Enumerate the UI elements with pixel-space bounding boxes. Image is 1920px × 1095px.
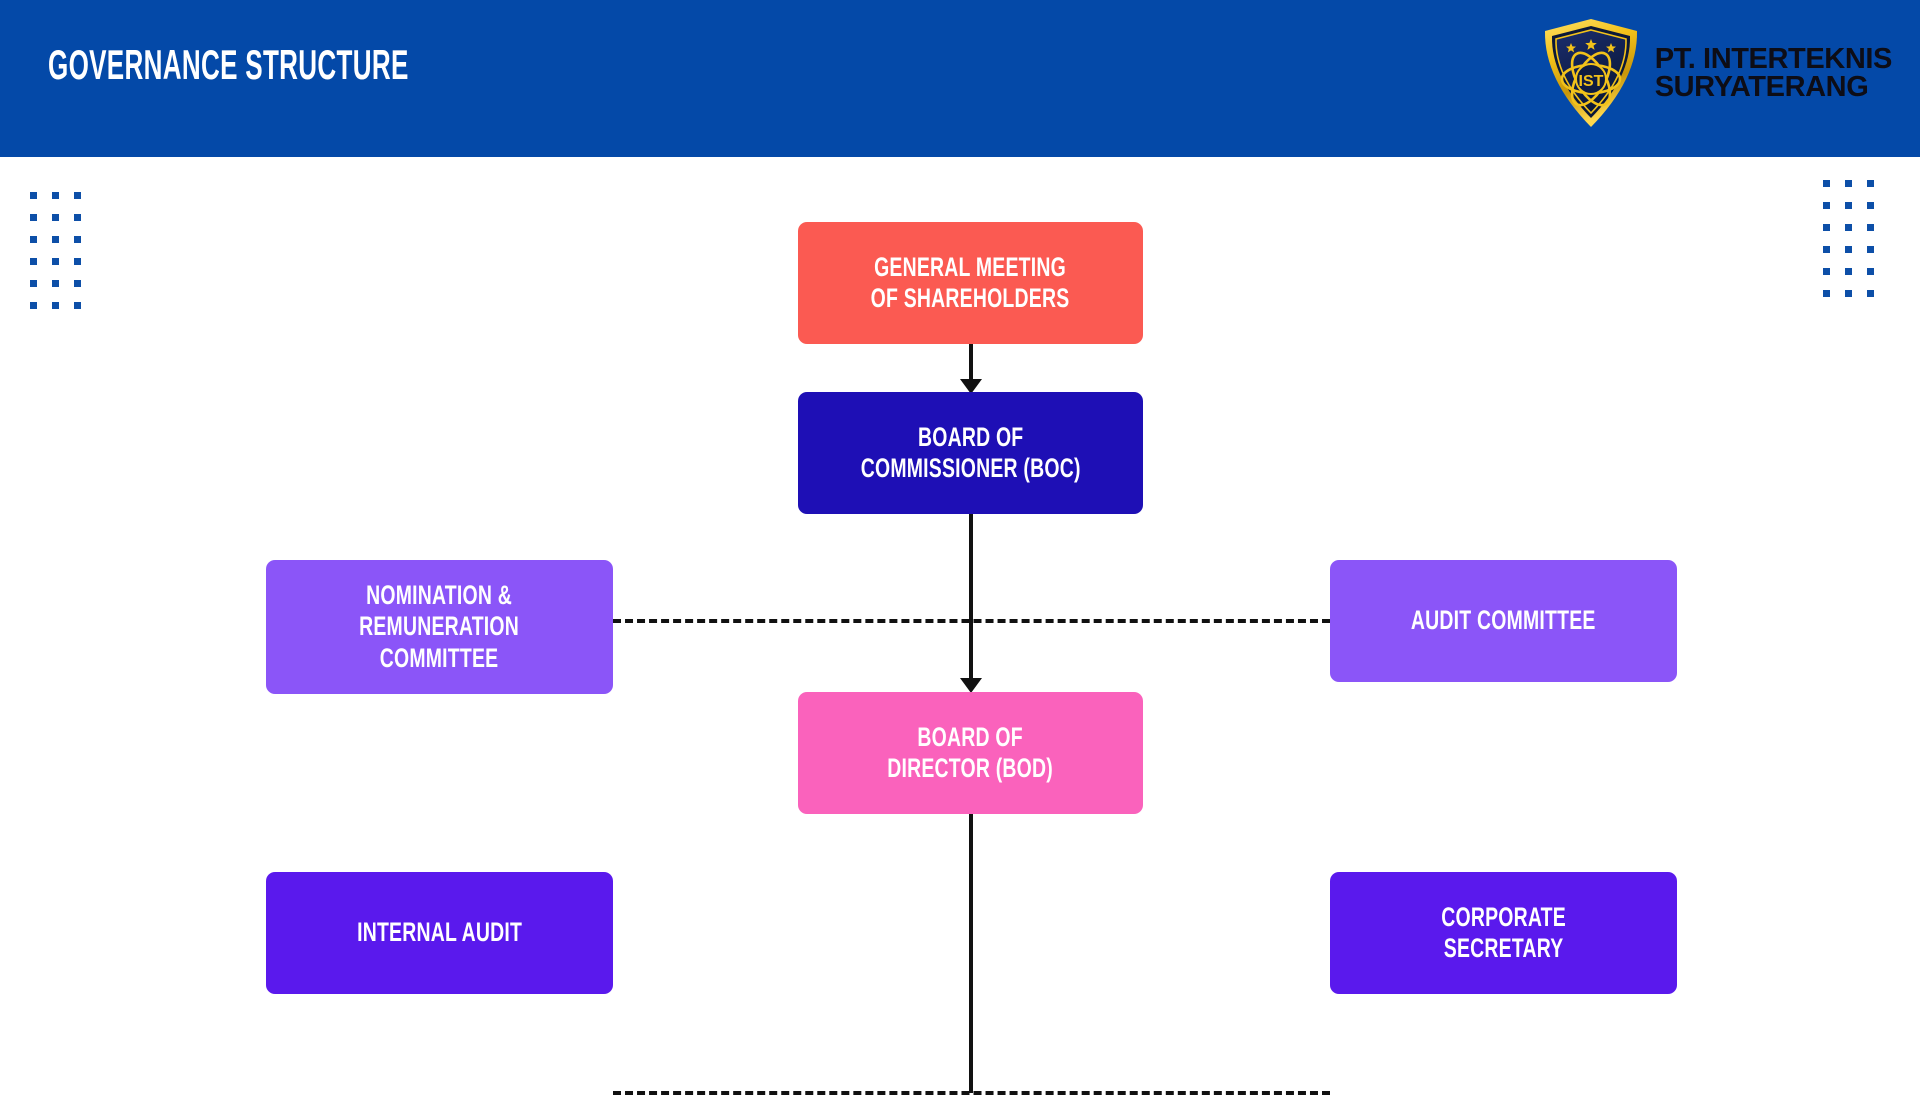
- dashed-connector-support-units: [613, 1091, 1330, 1095]
- node-label-line1: BOARD OF: [917, 421, 1024, 452]
- node-label-line1: NOMINATION &: [366, 580, 513, 611]
- dot: [74, 302, 81, 309]
- dot: [1867, 290, 1874, 297]
- node-label-line2: OF SHAREHOLDERS: [871, 283, 1070, 313]
- dot: [1823, 180, 1830, 187]
- connector-bod-to-support-units: [969, 814, 973, 1093]
- node-label: GENERAL MEETING OF SHAREHOLDERS: [871, 252, 1070, 315]
- dot: [1845, 180, 1852, 187]
- node-label-line3: COMMITTEE: [380, 642, 499, 673]
- company-logo: IST PT. INTERTEKNIS SURYATERANG: [1539, 16, 1892, 130]
- dot: [1823, 224, 1830, 231]
- governance-structure-diagram: GENERAL MEETING OF SHAREHOLDERS BOARD OF…: [0, 157, 1920, 1095]
- company-name-line2: SURYATERANG: [1654, 71, 1869, 103]
- arrowhead-into-bod-icon: [960, 678, 982, 693]
- page-title: GOVERNANCE STRUCTURE: [48, 41, 409, 88]
- shield-atom-ist-logo-icon: IST: [1544, 19, 1637, 127]
- node-label: BOARD OF DIRECTOR (BOD): [888, 722, 1054, 785]
- dot: [1845, 290, 1852, 297]
- dot: [1845, 202, 1852, 209]
- company-name: PT. INTERTEKNIS SURYATERANG: [1654, 42, 1893, 103]
- node-label: NOMINATION & REMUNERATION COMMITTEE: [360, 580, 520, 674]
- node-label: CORPORATE SECRETARY: [1441, 902, 1566, 965]
- node-label-line2: COMMISSIONER (BOC): [860, 453, 1081, 483]
- dot: [30, 236, 37, 243]
- dot: [1867, 180, 1874, 187]
- node-label-line2: REMUNERATION: [359, 611, 520, 642]
- node-board-of-director[interactable]: BOARD OF DIRECTOR (BOD): [798, 692, 1143, 814]
- svg-text:IST: IST: [1578, 73, 1603, 90]
- node-label-line2: DIRECTOR (BOD): [887, 753, 1054, 783]
- dot: [30, 280, 37, 287]
- dot: [74, 258, 81, 265]
- header-bar: GOVERNANCE STRUCTURE: [0, 0, 1920, 157]
- dot: [1823, 268, 1830, 275]
- dot: [52, 214, 59, 221]
- dot: [1867, 224, 1874, 231]
- dot: [52, 302, 59, 309]
- dot: [1845, 268, 1852, 275]
- dot: [1867, 202, 1874, 209]
- dot: [74, 280, 81, 287]
- dot: [52, 258, 59, 265]
- connector-gms-to-boc: [969, 344, 973, 384]
- node-corporate-secretary[interactable]: CORPORATE SECRETARY: [1330, 872, 1677, 994]
- arrowhead-into-boc-icon: [960, 379, 982, 394]
- node-nomination-remuneration-committee[interactable]: NOMINATION & REMUNERATION COMMITTEE: [266, 560, 613, 694]
- connector-boc-to-bod: [969, 514, 973, 684]
- dot: [52, 236, 59, 243]
- node-label-line1: BOARD OF: [917, 721, 1024, 752]
- node-general-meeting-of-shareholders[interactable]: GENERAL MEETING OF SHAREHOLDERS: [798, 222, 1143, 344]
- node-board-of-commissioner[interactable]: BOARD OF COMMISSIONER (BOC): [798, 392, 1143, 514]
- node-label-line1: CORPORATE: [1441, 901, 1566, 932]
- company-name-line1: PT. INTERTEKNIS: [1654, 42, 1893, 75]
- dot: [74, 192, 81, 199]
- dot: [30, 302, 37, 309]
- node-label-line2: SECRETARY: [1443, 933, 1564, 963]
- decorative-dot-grid-right: [1823, 180, 1874, 297]
- dot: [1823, 202, 1830, 209]
- node-audit-committee[interactable]: AUDIT COMMITTEE: [1330, 560, 1677, 682]
- dot: [30, 192, 37, 199]
- dot: [74, 214, 81, 221]
- dashed-connector-committees: [613, 619, 1330, 623]
- node-label-line1: GENERAL MEETING: [874, 251, 1067, 282]
- decorative-dot-grid-left: [30, 192, 81, 309]
- dot: [1845, 224, 1852, 231]
- dot: [1823, 246, 1830, 253]
- dot: [30, 214, 37, 221]
- node-label: INTERNAL AUDIT: [357, 917, 522, 948]
- node-label: BOARD OF COMMISSIONER (BOC): [861, 422, 1081, 485]
- dot: [52, 192, 59, 199]
- dot: [1867, 268, 1874, 275]
- node-label-line1: AUDIT COMMITTEE: [1411, 605, 1596, 636]
- node-label-line1: INTERNAL AUDIT: [356, 917, 523, 948]
- dot: [1867, 246, 1874, 253]
- node-internal-audit[interactable]: INTERNAL AUDIT: [266, 872, 613, 994]
- node-label: AUDIT COMMITTEE: [1411, 605, 1596, 636]
- dot: [74, 236, 81, 243]
- dot: [30, 258, 37, 265]
- dot: [52, 280, 59, 287]
- dot: [1845, 246, 1852, 253]
- dot: [1823, 290, 1830, 297]
